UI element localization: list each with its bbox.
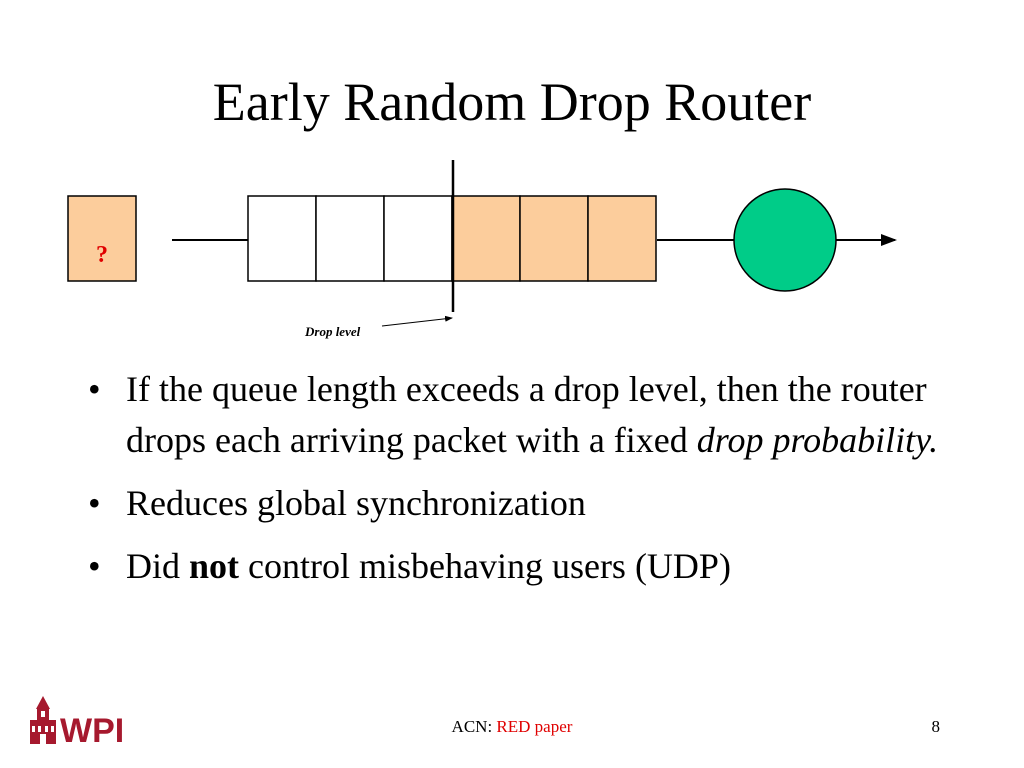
logo-text: WPI	[60, 712, 124, 748]
bullet-segment: drop probability.	[696, 420, 939, 460]
slide-title: Early Random Drop Router	[212, 72, 812, 132]
footer: ACN: RED paper	[0, 716, 1024, 738]
tower-icon	[30, 696, 56, 744]
drop-level-pointer	[381, 315, 453, 327]
bullet-segment: Reduces global synchronization	[126, 483, 586, 523]
server-circle	[733, 188, 837, 292]
queue-slot-empty	[315, 195, 385, 282]
drop-level-label: Drop level	[304, 324, 361, 339]
bullet-item: •If the queue length exceeds a drop leve…	[88, 369, 939, 460]
bullet-segment: control misbehaving users (UDP)	[239, 546, 731, 586]
bullet-list: •If the queue length exceeds a drop leve…	[84, 364, 974, 604]
bullet-item: •Did not control misbehaving users (UDP)	[88, 546, 731, 586]
page-number: 8	[931, 717, 941, 736]
queue-diagram: ? Drop level	[67, 160, 897, 339]
queue-slot-filled	[587, 195, 657, 282]
incoming-packet-label: ?	[96, 242, 108, 268]
queue-slot-empty	[247, 195, 317, 282]
footer-accent: RED paper	[496, 717, 573, 736]
incoming-packet	[67, 195, 137, 282]
queue-slot-empty	[383, 195, 453, 282]
bullet-segment: Did	[126, 546, 189, 586]
bullet-segment: If the queue length exceeds a drop level…	[126, 369, 927, 460]
queue-slot-filled	[451, 195, 521, 282]
wpi-logo: WPI	[30, 696, 124, 748]
queue-slots	[247, 195, 657, 282]
bullet-segment: not	[189, 546, 240, 586]
bullet-item: •Reduces global synchronization	[88, 483, 586, 523]
footer-prefix: ACN:	[451, 717, 497, 736]
queue-slot-filled	[519, 195, 589, 282]
